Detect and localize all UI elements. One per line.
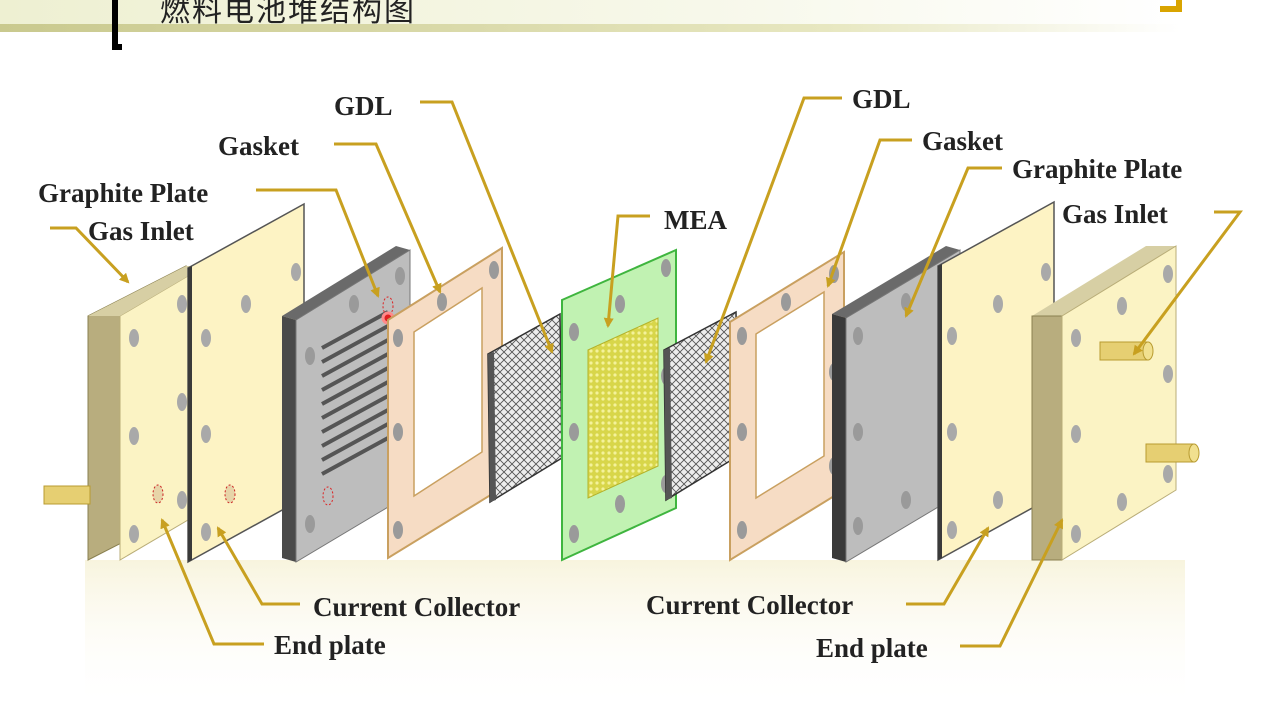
- label-current-collector-left: Current Collector: [313, 592, 521, 622]
- end-plate-left: [43, 265, 206, 561]
- leader-gasket-left: [334, 142, 442, 294]
- gdl-right: [663, 310, 739, 502]
- label-graphite-plate-right: Graphite Plate: [1012, 154, 1183, 184]
- label-gas-inlet-left: Gas Inlet: [88, 216, 194, 246]
- title-bracket-left: [112, 0, 122, 50]
- label-gasket-left: Gasket: [218, 131, 299, 161]
- label-gasket-right: Gasket: [922, 126, 1003, 156]
- graphite-plate-left: [282, 246, 411, 563]
- leader-gdl-right: [704, 96, 842, 364]
- floor-reflection: [85, 560, 1185, 710]
- leader-gas-inlet-right: [1132, 210, 1243, 356]
- leader-current-collector-left: [216, 526, 300, 606]
- leader-lines: [50, 96, 1243, 648]
- leader-current-collector-right: [906, 526, 990, 606]
- label-end-plate-right: End plate: [816, 633, 928, 663]
- leader-graphite-plate-right: [904, 166, 1002, 318]
- leader-gasket-right: [825, 138, 912, 288]
- leader-gdl-left: [420, 100, 554, 354]
- end-plate-right: [1031, 245, 1200, 561]
- gasket-right: [729, 250, 845, 562]
- gas-inlet-pipe-left: [43, 485, 91, 505]
- current-collector-left: [187, 202, 305, 564]
- label-gdl-right: GDL: [852, 84, 911, 114]
- label-mea: MEA: [664, 205, 727, 235]
- label-current-collector-right: Current Collector: [646, 590, 854, 620]
- leader-graphite-plate-left: [256, 188, 380, 298]
- leader-gas-inlet-left: [50, 226, 130, 284]
- flow-channels: [321, 310, 389, 476]
- leader-mea: [603, 214, 650, 328]
- label-gdl-left: GDL: [334, 91, 393, 121]
- slide-title: 燃料电池堆结构图: [160, 0, 416, 29]
- label-end-plate-left: End plate: [274, 630, 386, 660]
- gas-inlet-pipe-right-bottom: [1145, 443, 1195, 463]
- leader-end-plate-right: [960, 518, 1064, 648]
- title-rule: [0, 24, 1180, 32]
- graphite-plate-right: [832, 246, 961, 563]
- gasket-left: [387, 246, 503, 560]
- label-gas-inlet-right: Gas Inlet: [1062, 199, 1168, 229]
- leader-end-plate-left: [160, 518, 264, 646]
- title-bracket-right: [1160, 0, 1182, 12]
- mea: [561, 248, 677, 562]
- label-graphite-plate-left: Graphite Plate: [38, 178, 209, 208]
